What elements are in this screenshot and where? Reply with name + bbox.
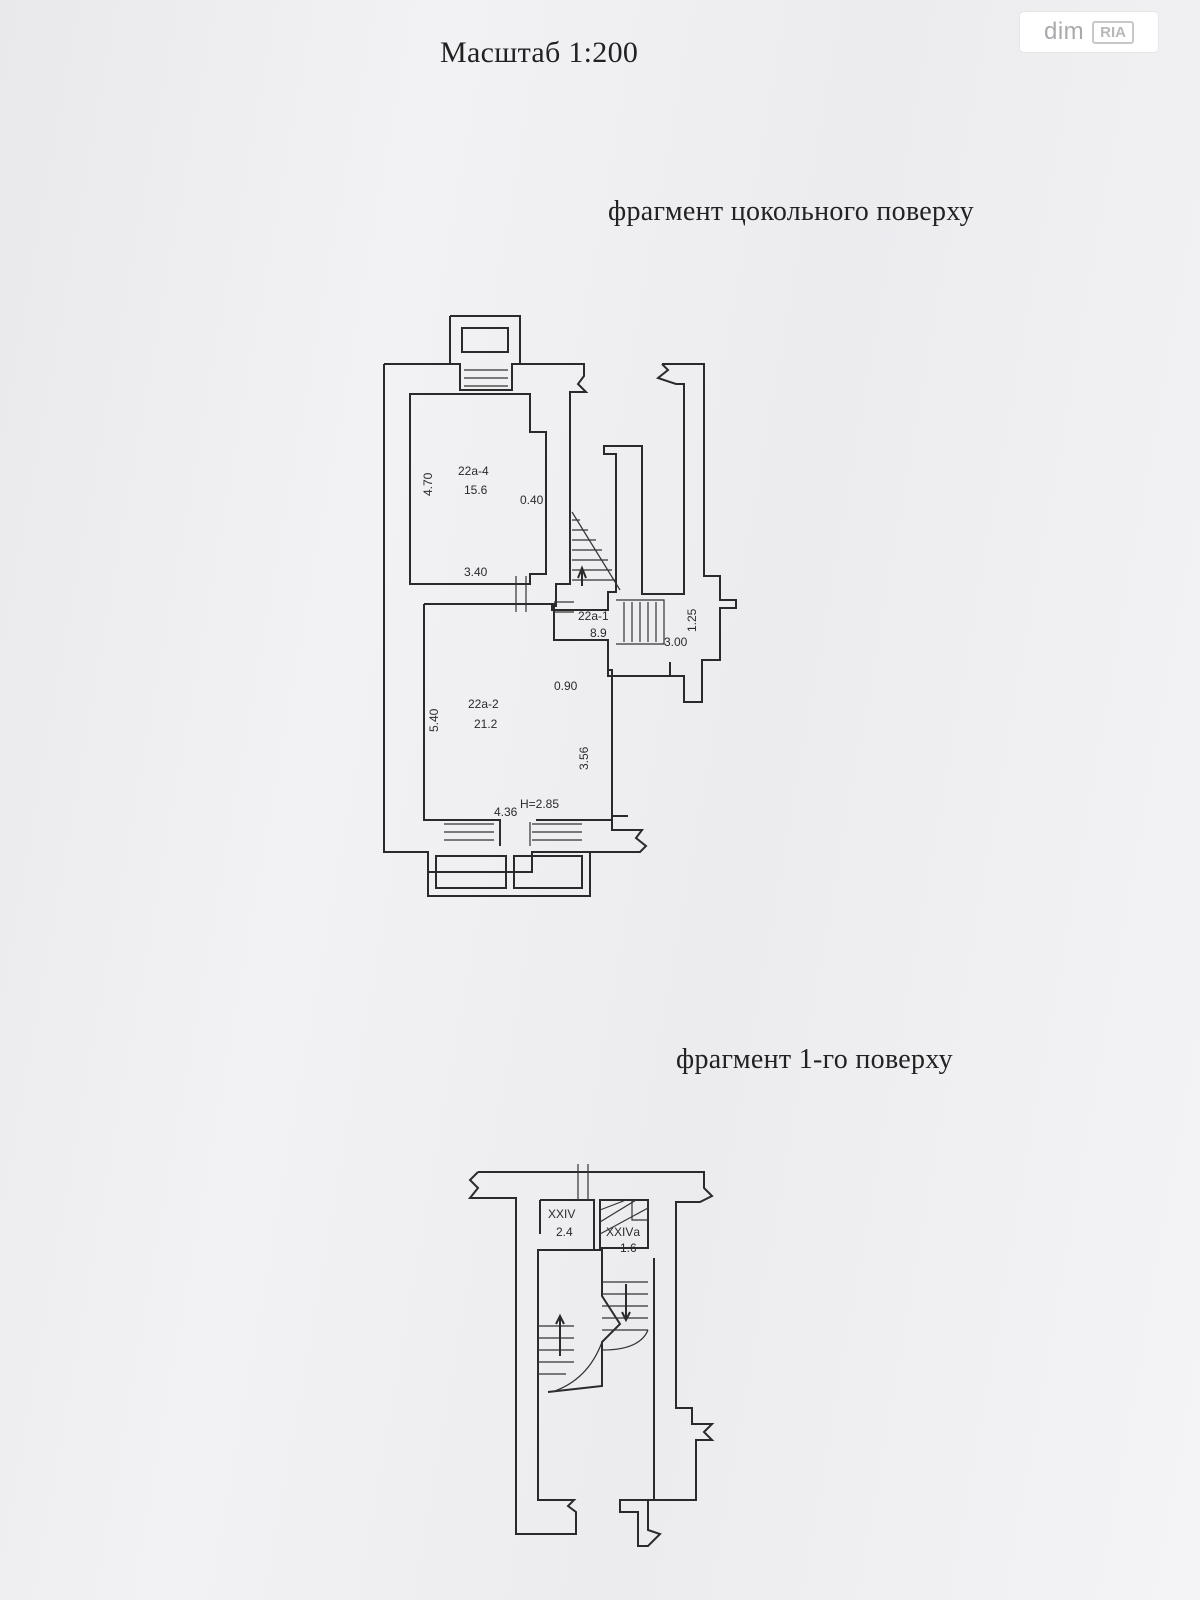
room-22a4-area: 15.6 [464, 483, 488, 497]
dim-0-40: 0.40 [520, 493, 544, 507]
room-22a2-area: 21.2 [474, 717, 498, 731]
first-floor-walls [467, 1164, 715, 1547]
dim-3-56: 3.56 [577, 746, 591, 770]
dim-4-36: 4.36 [494, 805, 518, 819]
basement-plan-title: фрагмент цокольного поверху [608, 196, 974, 227]
dim-0-90: 0.90 [554, 679, 578, 693]
first-floor-plan-title: фрагмент 1-го поверху [676, 1044, 953, 1075]
room-22a1-id: 22а-1 [578, 609, 609, 623]
basement-walls [383, 315, 737, 897]
scale-title: Масштаб 1:200 [440, 36, 639, 69]
room-xxiv-area: 2.4 [556, 1225, 573, 1239]
room-xxiva-id: XXIVа [606, 1225, 640, 1239]
watermark-dim-text: dim [1043, 18, 1085, 45]
watermark-ria-badge: RIA [1092, 20, 1134, 44]
dim-1-25: 1.25 [685, 608, 699, 632]
room-22a4-id: 22а-4 [458, 464, 489, 478]
dim-4-70: 4.70 [421, 472, 435, 496]
dim-3-40: 3.40 [464, 565, 488, 579]
dim-5-40: 5.40 [427, 708, 441, 732]
room-xxiv-id: XXIV [548, 1207, 575, 1221]
room-22a2-id: 22а-2 [468, 697, 499, 711]
room-22a1-area: 8.9 [590, 626, 607, 640]
height-label: H=2.85 [520, 797, 559, 811]
dimria-watermark: dim RIA [1020, 12, 1158, 52]
dim-3-00: 3.00 [664, 635, 688, 649]
room-xxiva-area: 1.6 [620, 1241, 637, 1255]
